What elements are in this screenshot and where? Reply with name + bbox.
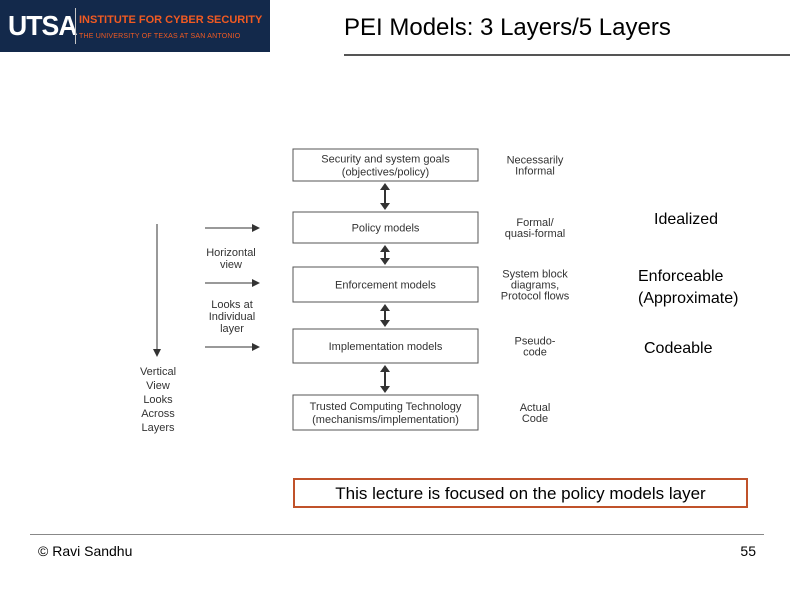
looks-at-label-line-1: Individual: [209, 311, 255, 323]
enforceable-label: Enforceable: [638, 268, 724, 285]
connector-up-arrow-1: [380, 245, 390, 252]
vertical-view-label-line-4: Layers: [141, 422, 175, 434]
connector-down-arrow-2: [380, 320, 390, 327]
vertical-view-label-line-2: Looks: [143, 394, 173, 406]
layer-label-4-line-0: Trusted Computing Technology: [310, 401, 462, 413]
layer-note-1-line-1: quasi-formal: [505, 228, 566, 240]
idealized-label: Idealized: [654, 211, 719, 228]
horizontal-view-label-line-0: Horizontal: [206, 247, 256, 259]
looks-at-label-line-0: Looks at: [211, 299, 253, 311]
vertical-view-label-line-3: Across: [141, 408, 175, 420]
horizontal-view-label-line-1: view: [220, 259, 242, 271]
layer-label-3-line-0: Implementation models: [329, 341, 443, 353]
layer-label-2-line-0: Enforcement models: [335, 280, 436, 292]
layer-box-4: [292, 394, 479, 431]
codeable-label: Codeable: [644, 340, 713, 357]
connector-up-arrow-0: [380, 183, 390, 190]
utsa-logo: UTSA INSTITUTE FOR CYBER SECURITY THE UN…: [0, 0, 270, 52]
layer-label-4-line-1: (mechanisms/implementation): [312, 414, 459, 426]
connector-up-arrow-3: [380, 365, 390, 372]
policy-models-callout: This lecture is focused on the policy mo…: [293, 478, 748, 508]
logo-institute-name: INSTITUTE FOR CYBER SECURITY: [79, 14, 263, 26]
layer-label-0-line-1: (objectives/policy): [342, 167, 429, 179]
looks-at-label-line-2: layer: [220, 323, 244, 335]
layer-note-0-line-0: Necessarily: [507, 155, 564, 167]
layer-label-0-line-0: Security and system goals: [321, 154, 450, 166]
layer-note-2-line-2: Protocol flows: [501, 291, 570, 303]
page-number: 55: [740, 543, 756, 559]
layer-label-1-line-0: Policy models: [352, 223, 420, 235]
connector-up-arrow-2: [380, 304, 390, 311]
connector-down-arrow-1: [380, 258, 390, 265]
layer-box-1: [292, 211, 479, 244]
connector-down-arrow-3: [380, 386, 390, 393]
logo-university-name: THE UNIVERSITY OF TEXAS AT SAN ANTONIO: [79, 33, 241, 40]
connector-down-arrow-0: [380, 203, 390, 210]
slide-title: PEI Models: 3 Layers/5 Layers: [344, 14, 671, 41]
layer-box-2: [292, 266, 479, 303]
layer-note-4-line-0: Actual: [520, 402, 551, 414]
layer-note-3-line-1: code: [523, 347, 547, 359]
layer-note-3-line-0: Pseudo-: [515, 336, 556, 348]
layer-note-2-line-1: diagrams,: [511, 280, 559, 292]
logo-divider: [75, 8, 76, 44]
layer-box-3: [292, 328, 479, 364]
footer-author: © Ravi Sandhu: [38, 543, 133, 559]
layer-note-4-line-1: Code: [522, 413, 548, 425]
layer-note-2-line-0: System block: [502, 269, 568, 281]
layer-note-1-line-0: Formal/: [516, 217, 554, 229]
vertical-view-label-line-0: Vertical: [140, 366, 176, 378]
footer-rule: [30, 534, 764, 535]
title-underline: [344, 54, 790, 56]
logo-wordmark: UTSA: [8, 10, 78, 41]
layer-box-0: [292, 148, 479, 182]
layer-note-0-line-1: Informal: [515, 166, 555, 178]
approximate-label: (Approximate): [638, 290, 739, 307]
vertical-view-label-line-1: View: [146, 380, 170, 392]
